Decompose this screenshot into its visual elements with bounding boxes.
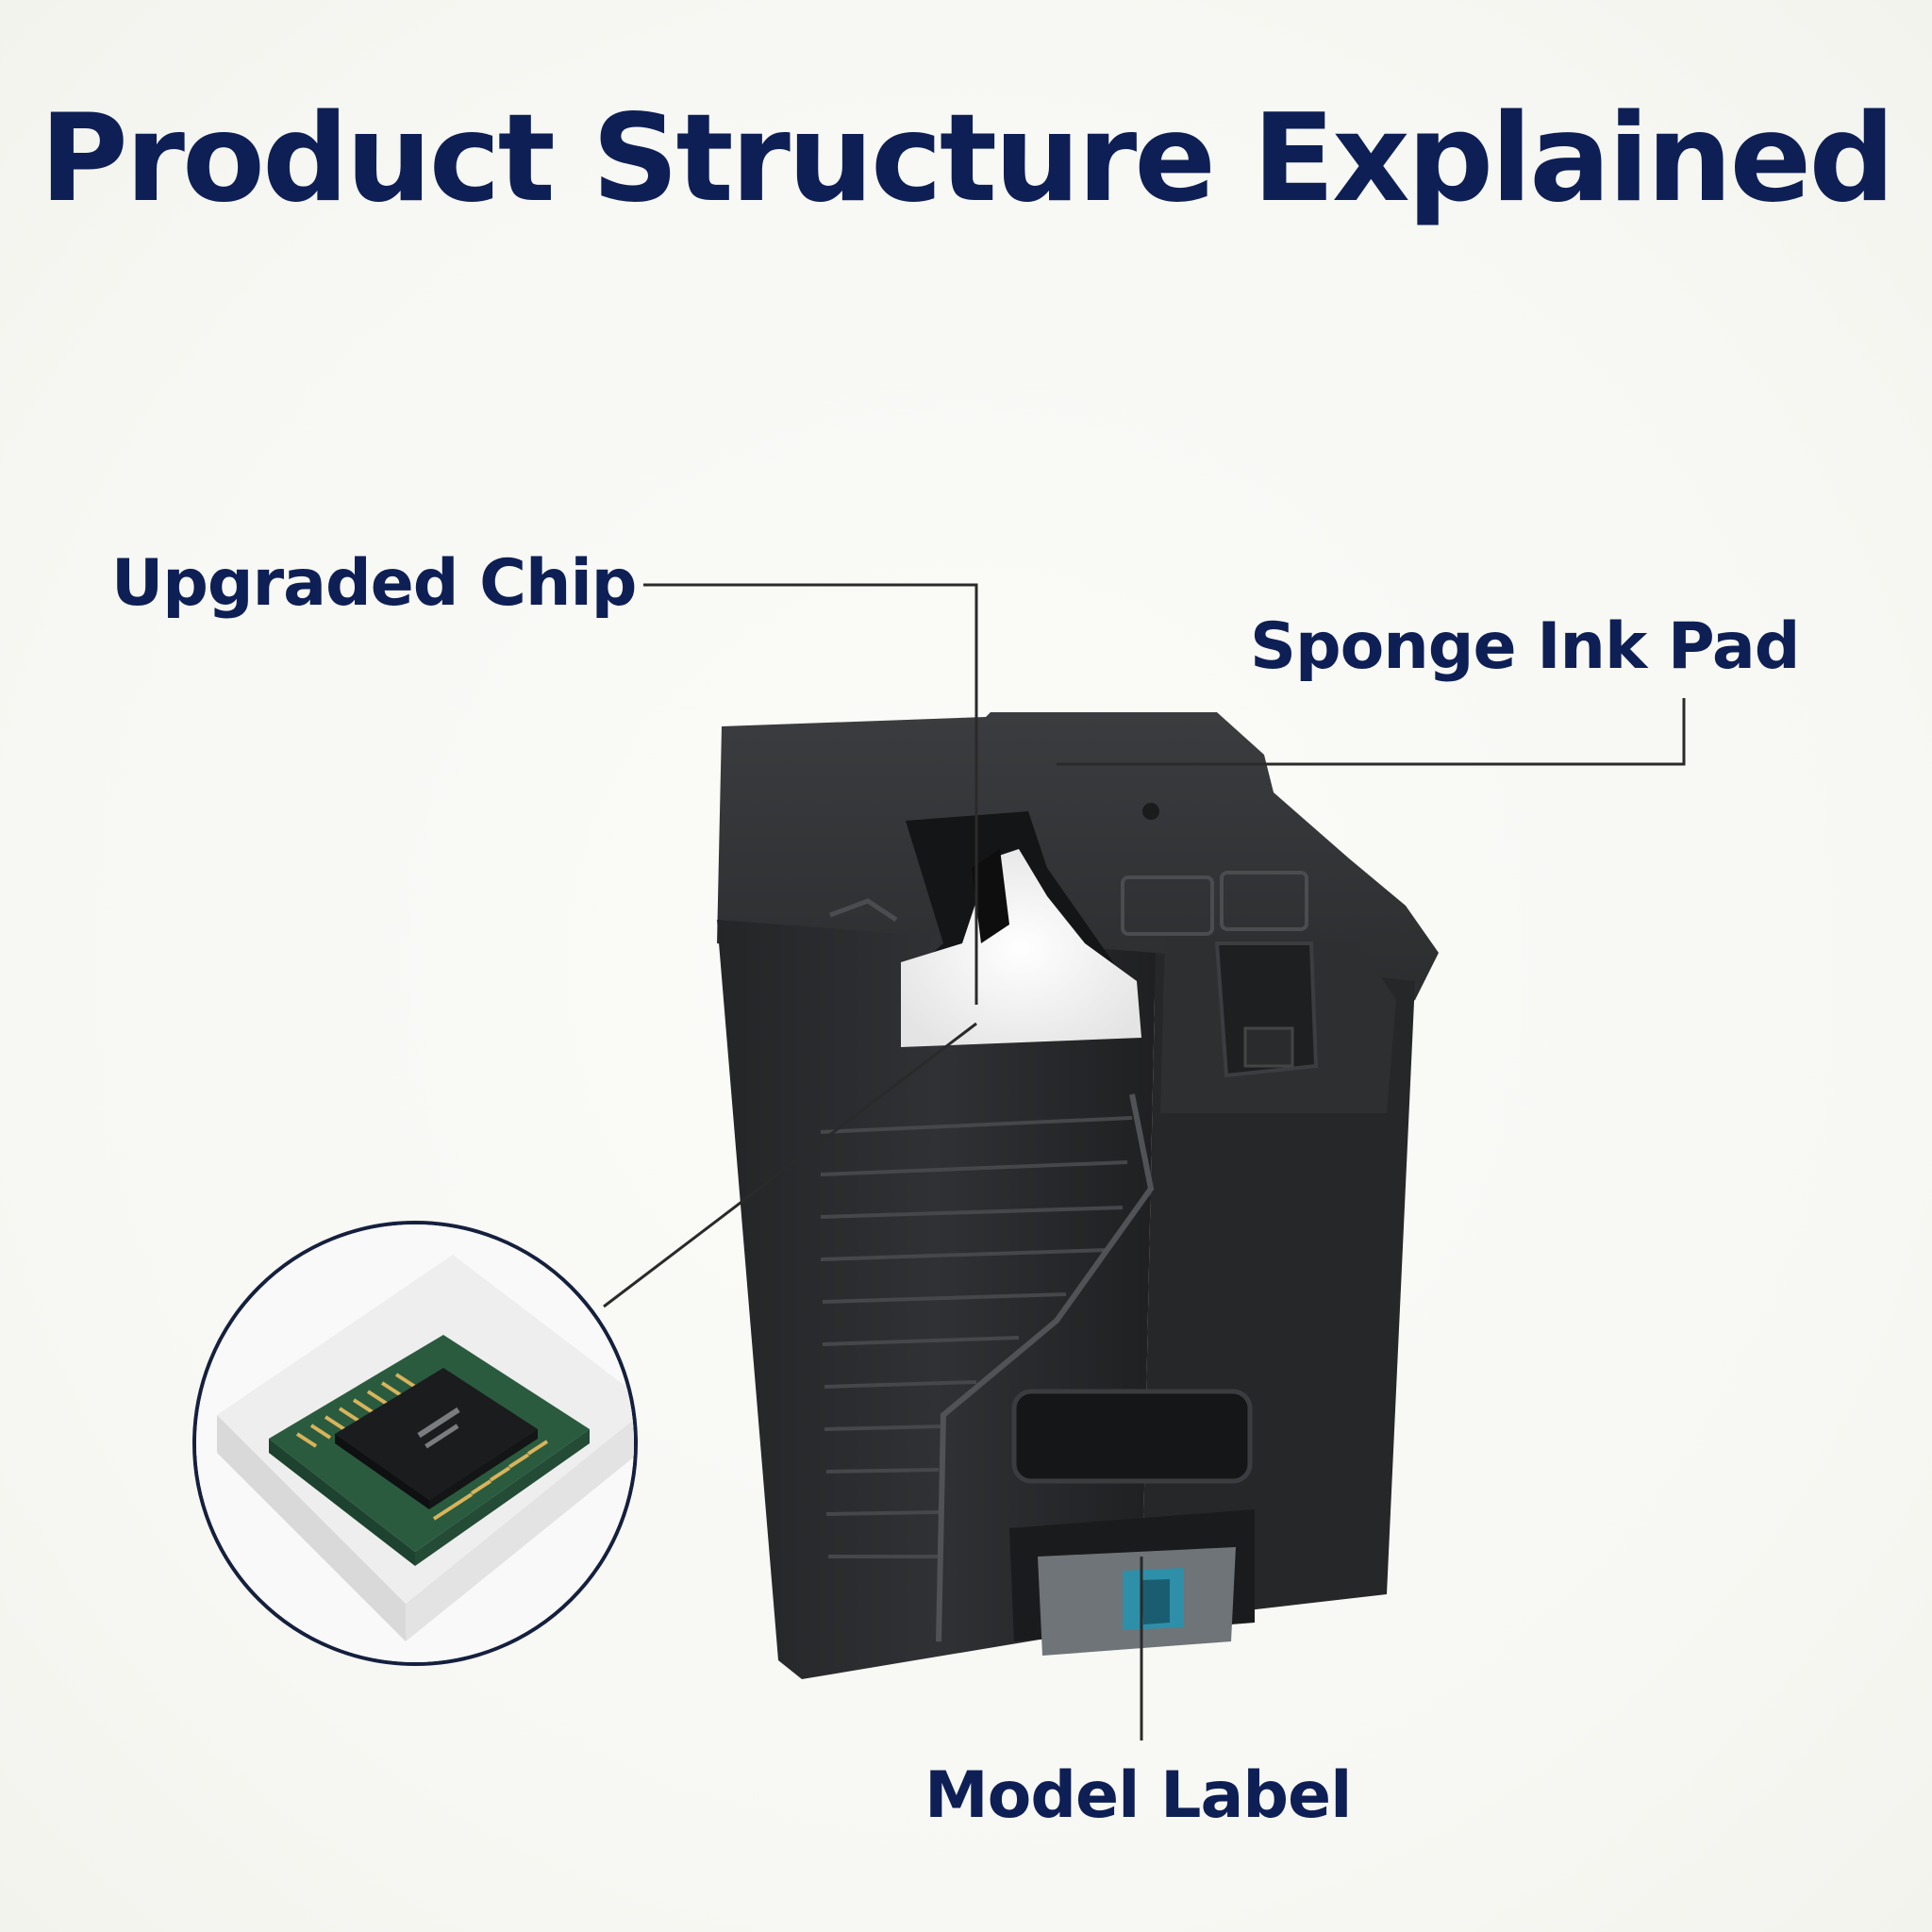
sponge-ink-pad-icon	[901, 849, 1141, 1047]
callout-sponge-ink-pad: Sponge Ink Pad	[1250, 609, 1800, 684]
callout-model-label: Model Label	[924, 1758, 1352, 1833]
leader-lines	[603, 583, 1686, 1740]
callout-upgraded-chip: Upgraded Chip	[111, 546, 637, 621]
cartridge-body-icon	[717, 712, 1439, 1679]
chip-inset	[192, 1221, 638, 1666]
ic-chip-icon	[269, 1335, 590, 1566]
page-title: Product Structure Explained	[40, 89, 1895, 229]
